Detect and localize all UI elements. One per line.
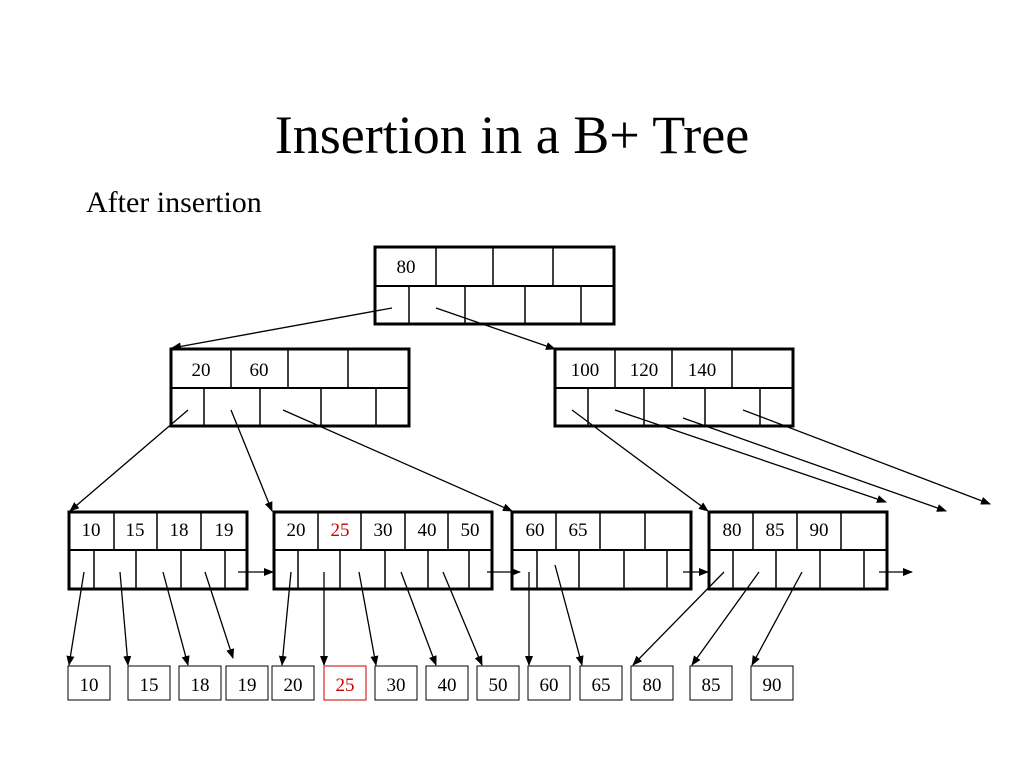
record-box: 80 — [643, 675, 662, 696]
arrow-right-ptr-4 — [742, 409, 991, 505]
internal-left-key-2: 60 — [250, 360, 269, 381]
arrow-root-to-left — [171, 307, 393, 351]
leaf4-key-1: 80 — [723, 520, 742, 541]
root-key: 80 — [397, 257, 416, 278]
root-node: 80 — [373, 245, 616, 326]
arrow-leaf1-rec4 — [204, 571, 235, 659]
leaf3-key-1: 60 — [526, 520, 545, 541]
arrow-root-to-right — [435, 307, 556, 350]
arrow-leaf4-rec1 — [632, 571, 725, 666]
leaf-node-2: 20 25 30 40 50 — [272, 510, 494, 591]
leaf2-key-1: 20 — [287, 520, 306, 541]
record-box: 10 — [80, 675, 99, 696]
record-box: 18 — [191, 675, 210, 696]
arrow-leaf1-rec3 — [162, 571, 190, 666]
arrow-left-to-leaf1 — [69, 409, 189, 512]
arrow-leaf2-rec4 — [400, 571, 437, 666]
leaf1-key-4: 19 — [215, 520, 234, 541]
arrow-right-ptr-2 — [614, 409, 887, 503]
arrow-leaf3-rec2 — [554, 564, 584, 666]
record-box: 60 — [540, 675, 559, 696]
internal-left-key-1: 20 — [192, 360, 211, 381]
arrow-leaf4-rec2 — [691, 571, 760, 666]
internal-node-right: 100 120 140 — [553, 347, 795, 428]
record-box: 85 — [702, 675, 721, 696]
arrow-leaf1-rec2 — [119, 571, 132, 666]
arrow-left-to-leaf2 — [230, 409, 273, 512]
leaf1-key-1: 10 — [82, 520, 101, 541]
leaf-node-1: 10 15 18 19 — [67, 510, 249, 591]
leaf1-key-3: 18 — [170, 520, 189, 541]
internal-node-left: 20 60 — [169, 347, 411, 428]
leaf1-key-2: 15 — [126, 520, 145, 541]
record-box: 15 — [140, 675, 159, 696]
record-row: 10 15 18 19 20 25 30 40 50 60 65 80 85 9… — [67, 665, 794, 701]
arrow-left-to-leaf3 — [282, 409, 513, 512]
leaf-node-4: 80 85 90 — [707, 510, 889, 591]
record-box: 30 — [387, 675, 406, 696]
internal-right-key-3: 140 — [688, 360, 717, 381]
leaf-node-3: 60 65 — [510, 510, 693, 591]
arrow-right-ptr-3 — [682, 417, 947, 512]
record-box-highlighted: 25 — [336, 675, 355, 696]
record-box: 65 — [592, 675, 611, 696]
arrow-leaf2-rec1 — [278, 571, 292, 666]
arrow-leaf1-rec1 — [66, 571, 85, 666]
record-box: 20 — [284, 675, 303, 696]
record-box: 90 — [763, 675, 782, 696]
leaf2-key-2-highlighted: 25 — [331, 520, 350, 541]
arrow-leaf2-rec3 — [358, 571, 379, 666]
leaf3-key-2: 65 — [569, 520, 588, 541]
slide-subtitle: After insertion — [86, 186, 262, 219]
record-box: 40 — [438, 675, 457, 696]
arrow-leaf4-rec3 — [751, 571, 803, 666]
internal-right-key-1: 100 — [571, 360, 600, 381]
arrow-right-to-leaf4 — [571, 409, 709, 512]
internal-right-key-2: 120 — [630, 360, 659, 381]
record-box: 50 — [489, 675, 508, 696]
record-box: 19 — [238, 675, 257, 696]
leaf2-key-4: 40 — [418, 520, 437, 541]
leaf2-key-5: 50 — [461, 520, 480, 541]
leaf2-key-3: 30 — [374, 520, 393, 541]
arrow-leaf2-rec5 — [442, 571, 483, 666]
pointer-arrows — [66, 307, 991, 666]
leaf4-key-2: 85 — [766, 520, 785, 541]
leaf4-key-3: 90 — [810, 520, 829, 541]
slide-title: Insertion in a B+ Tree — [274, 105, 750, 165]
